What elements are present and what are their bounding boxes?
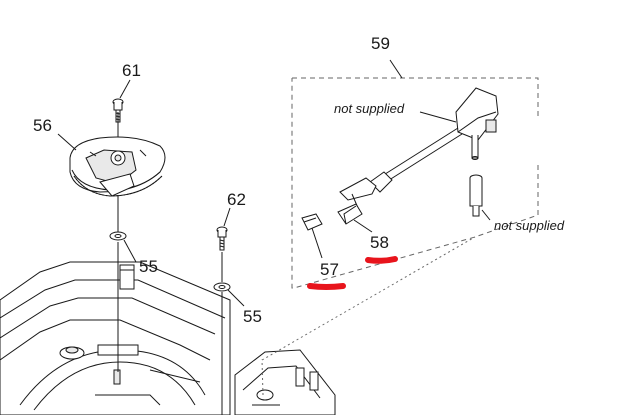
highlight-58 [365, 256, 398, 264]
leader-note-pin [481, 209, 491, 221]
leader-56 [57, 133, 77, 151]
leader-62 [223, 207, 231, 227]
label-59: 59 [371, 34, 390, 53]
washer-55-right [213, 282, 231, 292]
washer-55-left [109, 231, 127, 241]
leader-58 [353, 219, 373, 233]
assembly-box-side [291, 78, 539, 289]
screw-62 [216, 226, 228, 251]
leader-61 [119, 79, 131, 99]
note-pin-not-supplied: not supplied [494, 218, 565, 233]
leader-57 [311, 227, 323, 259]
leader-59 [389, 59, 403, 79]
highlight-57 [307, 283, 346, 290]
leader-note-arm [419, 111, 457, 123]
leader-55a [123, 239, 137, 263]
chassis-right [234, 349, 336, 415]
chassis-base [0, 261, 231, 415]
leader-55b [227, 289, 245, 307]
leader-assembly-base [261, 236, 476, 396]
part-58 [337, 203, 363, 225]
label-57: 57 [320, 260, 339, 279]
assembly-box-top [292, 77, 539, 118]
pin-not-supplied [469, 174, 483, 217]
gear-56 [69, 136, 166, 197]
label-61: 61 [122, 61, 141, 80]
note-arm-not-supplied: not supplied [334, 101, 405, 116]
label-55-right: 55 [243, 307, 262, 326]
label-56: 56 [33, 116, 52, 135]
screw-61 [112, 98, 124, 123]
label-55-left: 55 [139, 257, 158, 276]
pickup-arm [339, 87, 499, 209]
label-58: 58 [370, 233, 389, 252]
label-62: 62 [227, 190, 246, 209]
part-57 [301, 213, 323, 231]
